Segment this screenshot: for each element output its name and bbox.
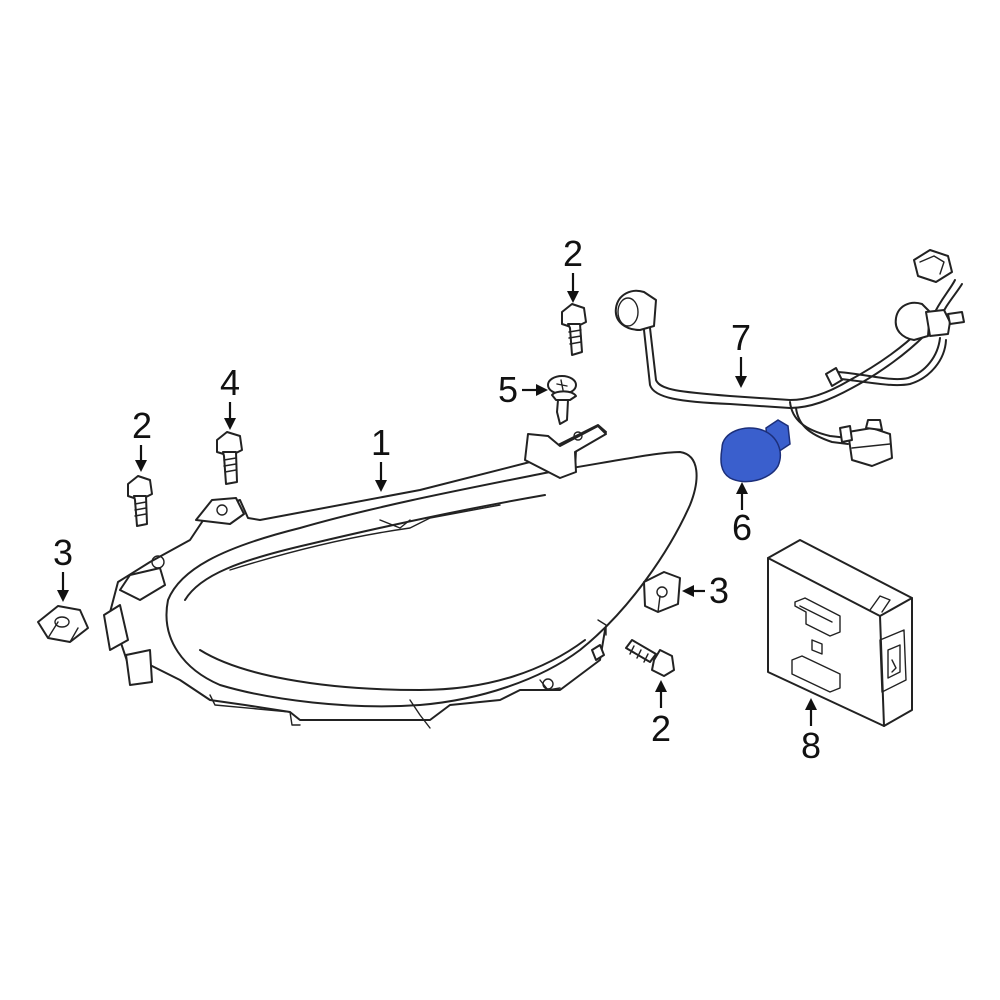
bolt-top — [561, 303, 587, 356]
callout-2-top: 2 — [563, 233, 583, 274]
clip-nut-right — [643, 571, 681, 613]
callout-3-right: 3 — [709, 570, 729, 611]
headlamp-assembly — [103, 424, 698, 729]
callout-5: 5 — [498, 369, 518, 410]
callout-8: 8 — [801, 725, 821, 766]
callout-2-bottom: 2 — [651, 708, 671, 749]
callout-1: 1 — [371, 422, 391, 463]
control-module — [767, 539, 913, 727]
callout-7: 7 — [731, 317, 751, 358]
stud-bolt — [216, 431, 243, 485]
bolt-bottom — [625, 639, 675, 677]
wire-harness — [614, 249, 965, 467]
callout-6: 6 — [732, 507, 752, 548]
callouts: 1 2 5 7 4 2 3 6 3 2 — [53, 233, 821, 766]
callout-2-left: 2 — [132, 405, 152, 446]
bolt-left — [127, 475, 153, 527]
bulb — [720, 419, 791, 483]
clip-nut-left — [37, 605, 89, 643]
callout-4: 4 — [220, 362, 240, 403]
callout-3-left: 3 — [53, 532, 73, 573]
screw-clip — [547, 375, 577, 425]
